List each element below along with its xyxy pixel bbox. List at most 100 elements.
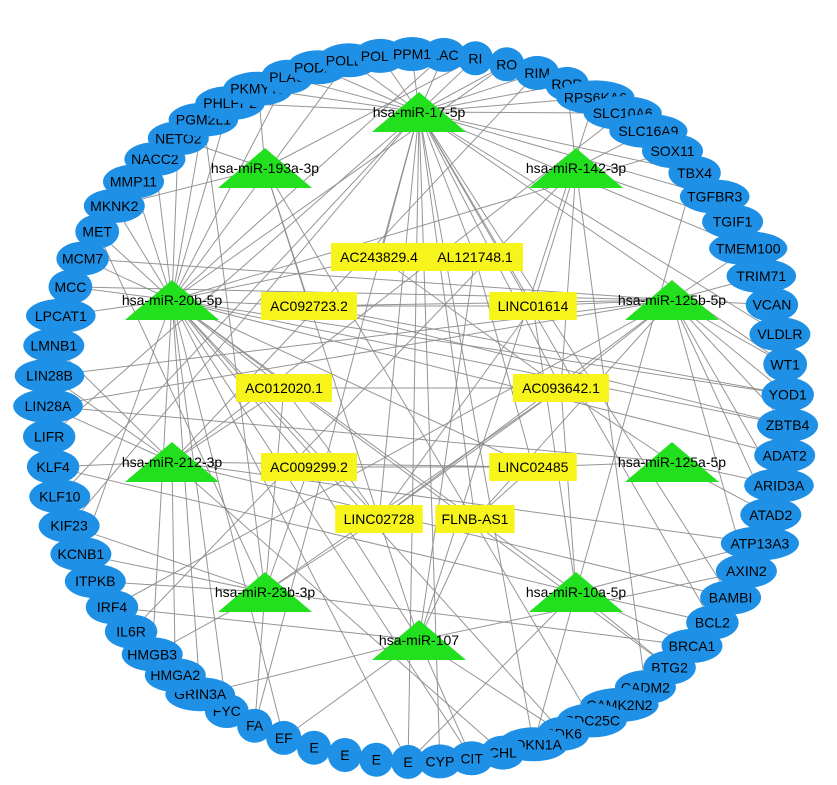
mirna-node-hsa-mir-23b-3p[interactable]: hsa-miR-23b-3p [215,572,316,612]
lncrna-node-linc02485[interactable]: LINC02485 [489,453,577,481]
edge-hsa-mir-10a-5p-ac093642-1 [560,387,577,593]
edge-hsa-mir-20b-5p-linc02485 [171,299,534,468]
lncrna-node-ac092723-2[interactable]: AC092723.2 [261,292,357,320]
mirna-node-hsa-mir-125b-5p[interactable]: hsa-miR-125b-5p [618,280,726,320]
gene-node-trim71[interactable]: TRIM71 [726,259,797,293]
gene-node-e[interactable]: E [391,744,426,779]
gene-node-lin28b[interactable]: LIN28B [14,358,85,393]
lncrna-rect [427,243,523,271]
mirna-node-hsa-mir-212-3p[interactable]: hsa-miR-212-3p [122,442,223,482]
edge-hsa-mir-20b-5p-plau [171,76,288,301]
mirna-label: hsa-miR-17-5p [373,104,466,120]
edge-hsa-mir-17-5p-wt1 [418,111,786,365]
gene-node-adat2[interactable]: ADAT2 [754,438,816,473]
gene-node-wt1[interactable]: WT1 [763,347,808,382]
mirna-label: hsa-miR-23b-3p [215,584,316,600]
gene-node-cyp[interactable]: CYP [418,744,462,779]
edge-hsa-mir-23b-3p-ac012020-1 [264,387,285,593]
gene-node-mcm7[interactable]: MCM7 [56,241,109,276]
gene-node-met[interactable]: MET [75,214,120,249]
gene-ellipse [64,564,126,599]
mirna-node-hsa-mir-107[interactable]: hsa-miR-107 [372,620,466,660]
mirna-node-hsa-mir-125a-5p[interactable]: hsa-miR-125a-5p [618,442,726,482]
edge-linc02728-linc01614 [378,305,534,520]
gene-node-atad2[interactable]: ATAD2 [740,497,802,532]
gene-ellipse [29,479,91,514]
lncrna-node-ac093642-1[interactable]: AC093642.1 [513,374,609,402]
gene-node-ppm1[interactable]: PPM1 [385,37,439,71]
gene-node-axin2[interactable]: AXIN2 [715,554,777,588]
mirna-triangle [125,280,219,320]
mirna-node-hsa-mir-20b-5p[interactable]: hsa-miR-20b-5p [122,280,223,320]
gene-node-yod1[interactable]: YOD1 [761,377,814,412]
gene-node-tgif1[interactable]: TGIF1 [702,204,764,239]
gene-node-klf4[interactable]: KLF4 [26,449,80,484]
lncrna-node-ac012020-1[interactable]: AC012020.1 [236,374,332,402]
lncrna-node-linc02728[interactable]: LINC02728 [335,505,423,533]
gene-node-irf4[interactable]: IRF4 [85,590,139,625]
edge-hsa-mir-107-linc02728 [378,518,420,641]
lncrna-label: LINC02728 [344,511,415,527]
edge-hsa-mir-212-3p-slc10a6 [171,112,624,463]
lncrna-node-ac009299-2[interactable]: AC009299.2 [261,453,357,481]
edge-linc02728-ac093642-1 [378,387,562,520]
gene-node-zbtb4[interactable]: ZBTB4 [757,408,819,443]
gene-node-ri[interactable]: RI [457,41,493,76]
edge-hsa-mir-23b-3p-pgm2l1 [202,119,266,593]
gene-label: TGIF1 [713,214,753,230]
gene-node-mcc[interactable]: MCC [48,269,93,304]
gene-label: EF [275,730,293,746]
gene-node-tmem100[interactable]: TMEM100 [709,231,788,266]
gene-ellipse [23,419,76,454]
gene-node-lin28a[interactable]: LIN28A [13,389,83,424]
mirna-node-hsa-mir-10a-5p[interactable]: hsa-miR-10a-5p [526,572,627,612]
mirna-triangle [529,572,623,612]
gene-node-tgfbr3[interactable]: TGFBR3 [679,179,750,214]
gene-label: TBX4 [677,165,712,181]
gene-node-klf10[interactable]: KLF10 [29,479,91,514]
edge-hsa-mir-20b-5p-phlpp2 [171,102,231,301]
lncrna-label: AC012020.1 [245,380,323,396]
gene-node-lifr[interactable]: LIFR [23,419,76,454]
edge-hsa-mir-20b-5p-linc02728 [171,299,380,520]
gene-node-e[interactable]: E [297,730,331,765]
edge-hsa-mir-17-5p-linc02728 [378,111,420,520]
lncrna-node-al121748-1[interactable]: AL121748.1 [427,243,523,271]
gene-node-atp13a3[interactable]: ATP13A3 [720,526,800,561]
gene-node-lmnb1[interactable]: LMNB1 [23,328,85,363]
lncrna-node-ac243829-4[interactable]: AC243829.4 [331,243,427,271]
gene-node-arid3a[interactable]: ARID3A [744,468,814,503]
mirna-node-hsa-mir-17-5p[interactable]: hsa-miR-17-5p [372,92,466,132]
edge-hsa-mir-107-ac009299-2 [308,466,420,641]
gene-node-itpkb[interactable]: ITPKB [64,564,126,599]
edge-hsa-mir-10a-5p-e [407,591,577,763]
lncrna-node-flnb-as1[interactable]: FLNB-AS1 [435,505,515,533]
gene-node-e[interactable]: E [327,738,362,772]
edge-hsa-mir-193a-3p-linc02728 [264,167,380,520]
gene-node-kcnb1[interactable]: KCNB1 [50,537,112,571]
edge-hsa-mir-107-grin3a [200,639,420,695]
gene-node-kif23[interactable]: KIF23 [38,508,100,543]
gene-label: ZBTB4 [766,417,810,433]
gene-node-e[interactable]: E [359,742,394,777]
gene-ellipse [23,328,85,363]
gene-node-lpcat1[interactable]: LPCAT1 [26,298,96,333]
mirna-label: hsa-miR-125a-5p [618,454,726,470]
gene-label: KLF4 [36,459,70,475]
gene-label: TMEM100 [716,240,781,256]
gene-label: CHL [489,745,517,761]
gene-ellipse [763,347,808,382]
gene-label: LIN28A [25,398,72,414]
edge-hsa-mir-10a-5p-klf4 [52,466,577,593]
gene-label: ARID3A [754,477,805,493]
lncrna-node-linc01614[interactable]: LINC01614 [489,292,577,320]
gene-node-vldlr[interactable]: VLDLR [749,317,811,352]
mirna-node-hsa-mir-193a-3p[interactable]: hsa-miR-193a-3p [211,148,319,188]
gene-node-ef[interactable]: EF [266,720,302,755]
edge-hsa-mir-17-5p-tbx4 [418,111,695,174]
mirna-node-hsa-mir-142-3p[interactable]: hsa-miR-142-3p [526,148,627,188]
gene-node-vcan[interactable]: VCAN [745,287,799,322]
edge-hsa-mir-20b-5p-ro [171,63,507,301]
gene-label: MCM7 [62,251,103,267]
